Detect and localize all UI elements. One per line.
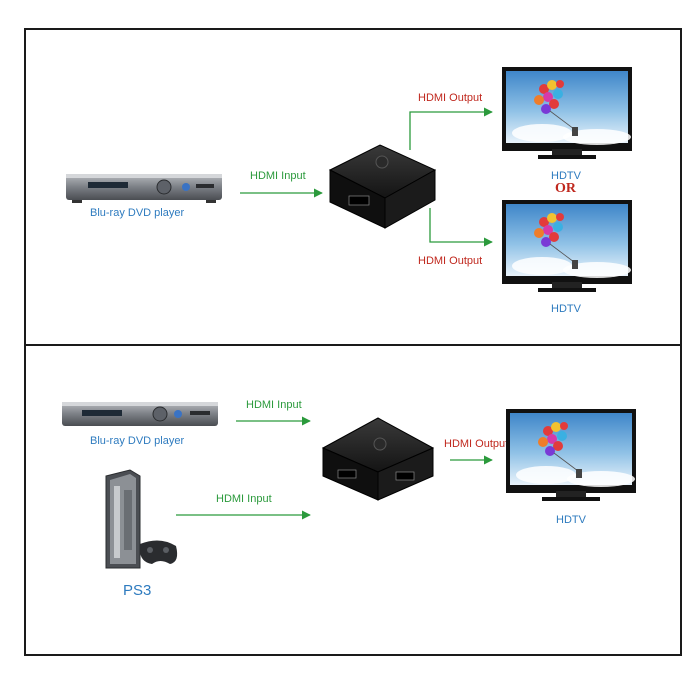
hdmi-input-label-1: HDMI Input [246, 399, 302, 411]
hdmi-input-label: HDMI Input [250, 170, 306, 182]
or-label: OR [555, 181, 576, 196]
hdmi-switch-image-bottom [321, 417, 435, 501]
hdtv-label-lower: HDTV [551, 303, 581, 315]
hdmi-output-label-lower: HDMI Output [418, 255, 483, 267]
hdmi-switch-image [328, 144, 437, 229]
hdtv-label-bottom: HDTV [556, 514, 586, 526]
output-arrow-lower [429, 208, 493, 247]
dvd-player-label-bottom: Blu-ray DVD player [90, 435, 185, 447]
dvd-player-image [66, 174, 222, 203]
dual-source-diagram-panel [24, 344, 682, 656]
hdmi-input-label-2: HDMI Input [216, 493, 272, 505]
hdmi-output-label: HDMI Output [444, 438, 509, 450]
dvd-player-image-bottom [62, 402, 218, 426]
ps3-label: PS3 [123, 582, 152, 599]
ps3-console-image [105, 469, 178, 569]
hdtv-image-bottom [505, 408, 637, 502]
hdtv-label-upper: HDTV [551, 170, 581, 182]
hdmi-output-label-upper: HDMI Output [418, 92, 483, 104]
dvd-player-label: Blu-ray DVD player [90, 207, 185, 219]
output-arrow-upper [409, 107, 493, 150]
